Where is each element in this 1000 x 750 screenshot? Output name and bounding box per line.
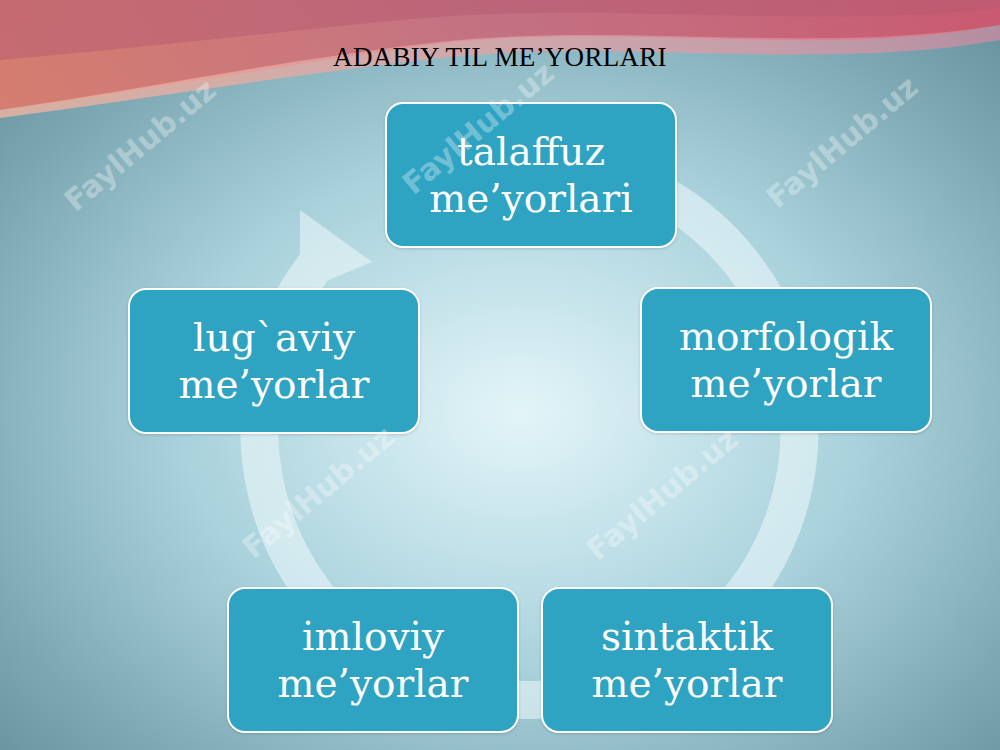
norm-box: talaffuz me’yorlari — [385, 102, 677, 248]
watermark: FaylHub.uz — [235, 419, 400, 565]
watermark: FaylHub.uz — [759, 69, 924, 215]
norm-label: imloviy me’yorlar — [229, 613, 517, 707]
norm-box: imloviy me’yorlar — [227, 587, 519, 733]
norm-box: morfologik me’yorlar — [640, 287, 932, 433]
watermark: FaylHub.uz — [579, 421, 744, 567]
norm-label: lug`aviy me’yorlar — [130, 314, 418, 408]
slide-title: ADABIY TIL ME’YORLARI — [0, 42, 1000, 73]
norm-label: talaffuz me’yorlari — [387, 128, 675, 222]
norm-label: morfologik me’yorlar — [642, 313, 930, 407]
watermark: FaylHub.uz — [395, 55, 560, 201]
norm-box: sintaktik me’yorlar — [541, 587, 833, 733]
norm-box: lug`aviy me’yorlar — [128, 288, 420, 434]
watermark: FaylHub.uz — [57, 72, 222, 218]
norm-label: sintaktik me’yorlar — [543, 613, 831, 707]
